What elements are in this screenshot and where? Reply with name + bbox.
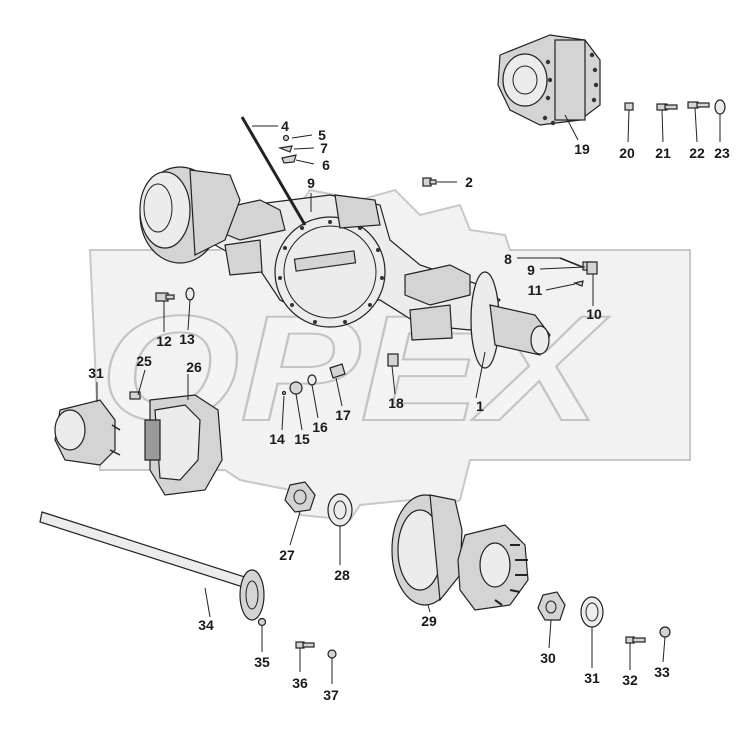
callout-4: 4 xyxy=(281,118,289,134)
callout-6: 6 xyxy=(322,157,330,173)
callout-36: 36 xyxy=(292,675,308,691)
callout-34: 34 xyxy=(198,617,214,633)
rod-part-4 xyxy=(240,116,307,226)
callout-31a: 31 xyxy=(88,365,104,381)
callout-28: 28 xyxy=(334,567,350,583)
callout-37: 37 xyxy=(323,687,339,703)
callout-5: 5 xyxy=(318,127,326,143)
brake-drum-part-29 xyxy=(391,494,463,606)
callout-labels: 1 2 4 5 7 6 9 8 9 11 10 12 13 25 26 31 1… xyxy=(88,118,730,703)
callout-2: 2 xyxy=(465,174,473,190)
callout-14: 14 xyxy=(269,431,285,447)
callout-7: 7 xyxy=(320,140,328,156)
small-parts-5-6-7 xyxy=(277,134,297,164)
callout-9a: 9 xyxy=(307,175,315,191)
axle-housing xyxy=(209,194,501,341)
small-parts-8-9-10-11 xyxy=(559,257,598,287)
callout-10: 10 xyxy=(586,306,602,322)
differential-carrier-part-19 xyxy=(497,34,601,126)
wheel-hub xyxy=(457,524,529,611)
callout-25: 25 xyxy=(136,353,152,369)
callout-12: 12 xyxy=(156,333,172,349)
callout-23: 23 xyxy=(714,145,730,161)
callout-30: 30 xyxy=(540,650,556,666)
callout-15: 15 xyxy=(294,431,310,447)
callout-11: 11 xyxy=(528,282,543,298)
small-parts-14-18 xyxy=(281,353,399,396)
callout-32: 32 xyxy=(622,672,638,688)
callout-17: 17 xyxy=(335,407,351,423)
callout-19: 19 xyxy=(574,141,590,157)
callout-29: 29 xyxy=(421,613,437,629)
callout-35: 35 xyxy=(254,654,270,670)
leader-lines xyxy=(96,107,721,684)
small-parts-30-33 xyxy=(537,591,671,644)
callout-13: 13 xyxy=(179,331,195,347)
callout-27: 27 xyxy=(279,547,295,563)
bolt-part-2 xyxy=(422,177,437,187)
callout-21: 21 xyxy=(655,145,671,161)
small-parts-20-23 xyxy=(624,99,726,115)
callout-1: 1 xyxy=(476,398,484,414)
callout-8: 8 xyxy=(504,251,512,267)
callout-18: 18 xyxy=(388,395,404,411)
axle-shaft-part-34 xyxy=(39,511,267,627)
small-parts-36-37 xyxy=(295,641,337,659)
left-brake-drum xyxy=(139,166,241,264)
callout-26: 26 xyxy=(186,359,202,375)
right-spindle xyxy=(470,271,551,369)
callout-16: 16 xyxy=(312,419,328,435)
brake-chamber-part-31 xyxy=(54,399,121,466)
brake-caliper-part-26 xyxy=(129,391,223,496)
hub-nut-washer xyxy=(284,481,353,527)
callout-31b: 31 xyxy=(584,670,600,686)
callout-20: 20 xyxy=(619,145,635,161)
callout-22: 22 xyxy=(689,145,705,161)
callout-33: 33 xyxy=(654,664,670,680)
callout-9b: 9 xyxy=(527,262,535,278)
